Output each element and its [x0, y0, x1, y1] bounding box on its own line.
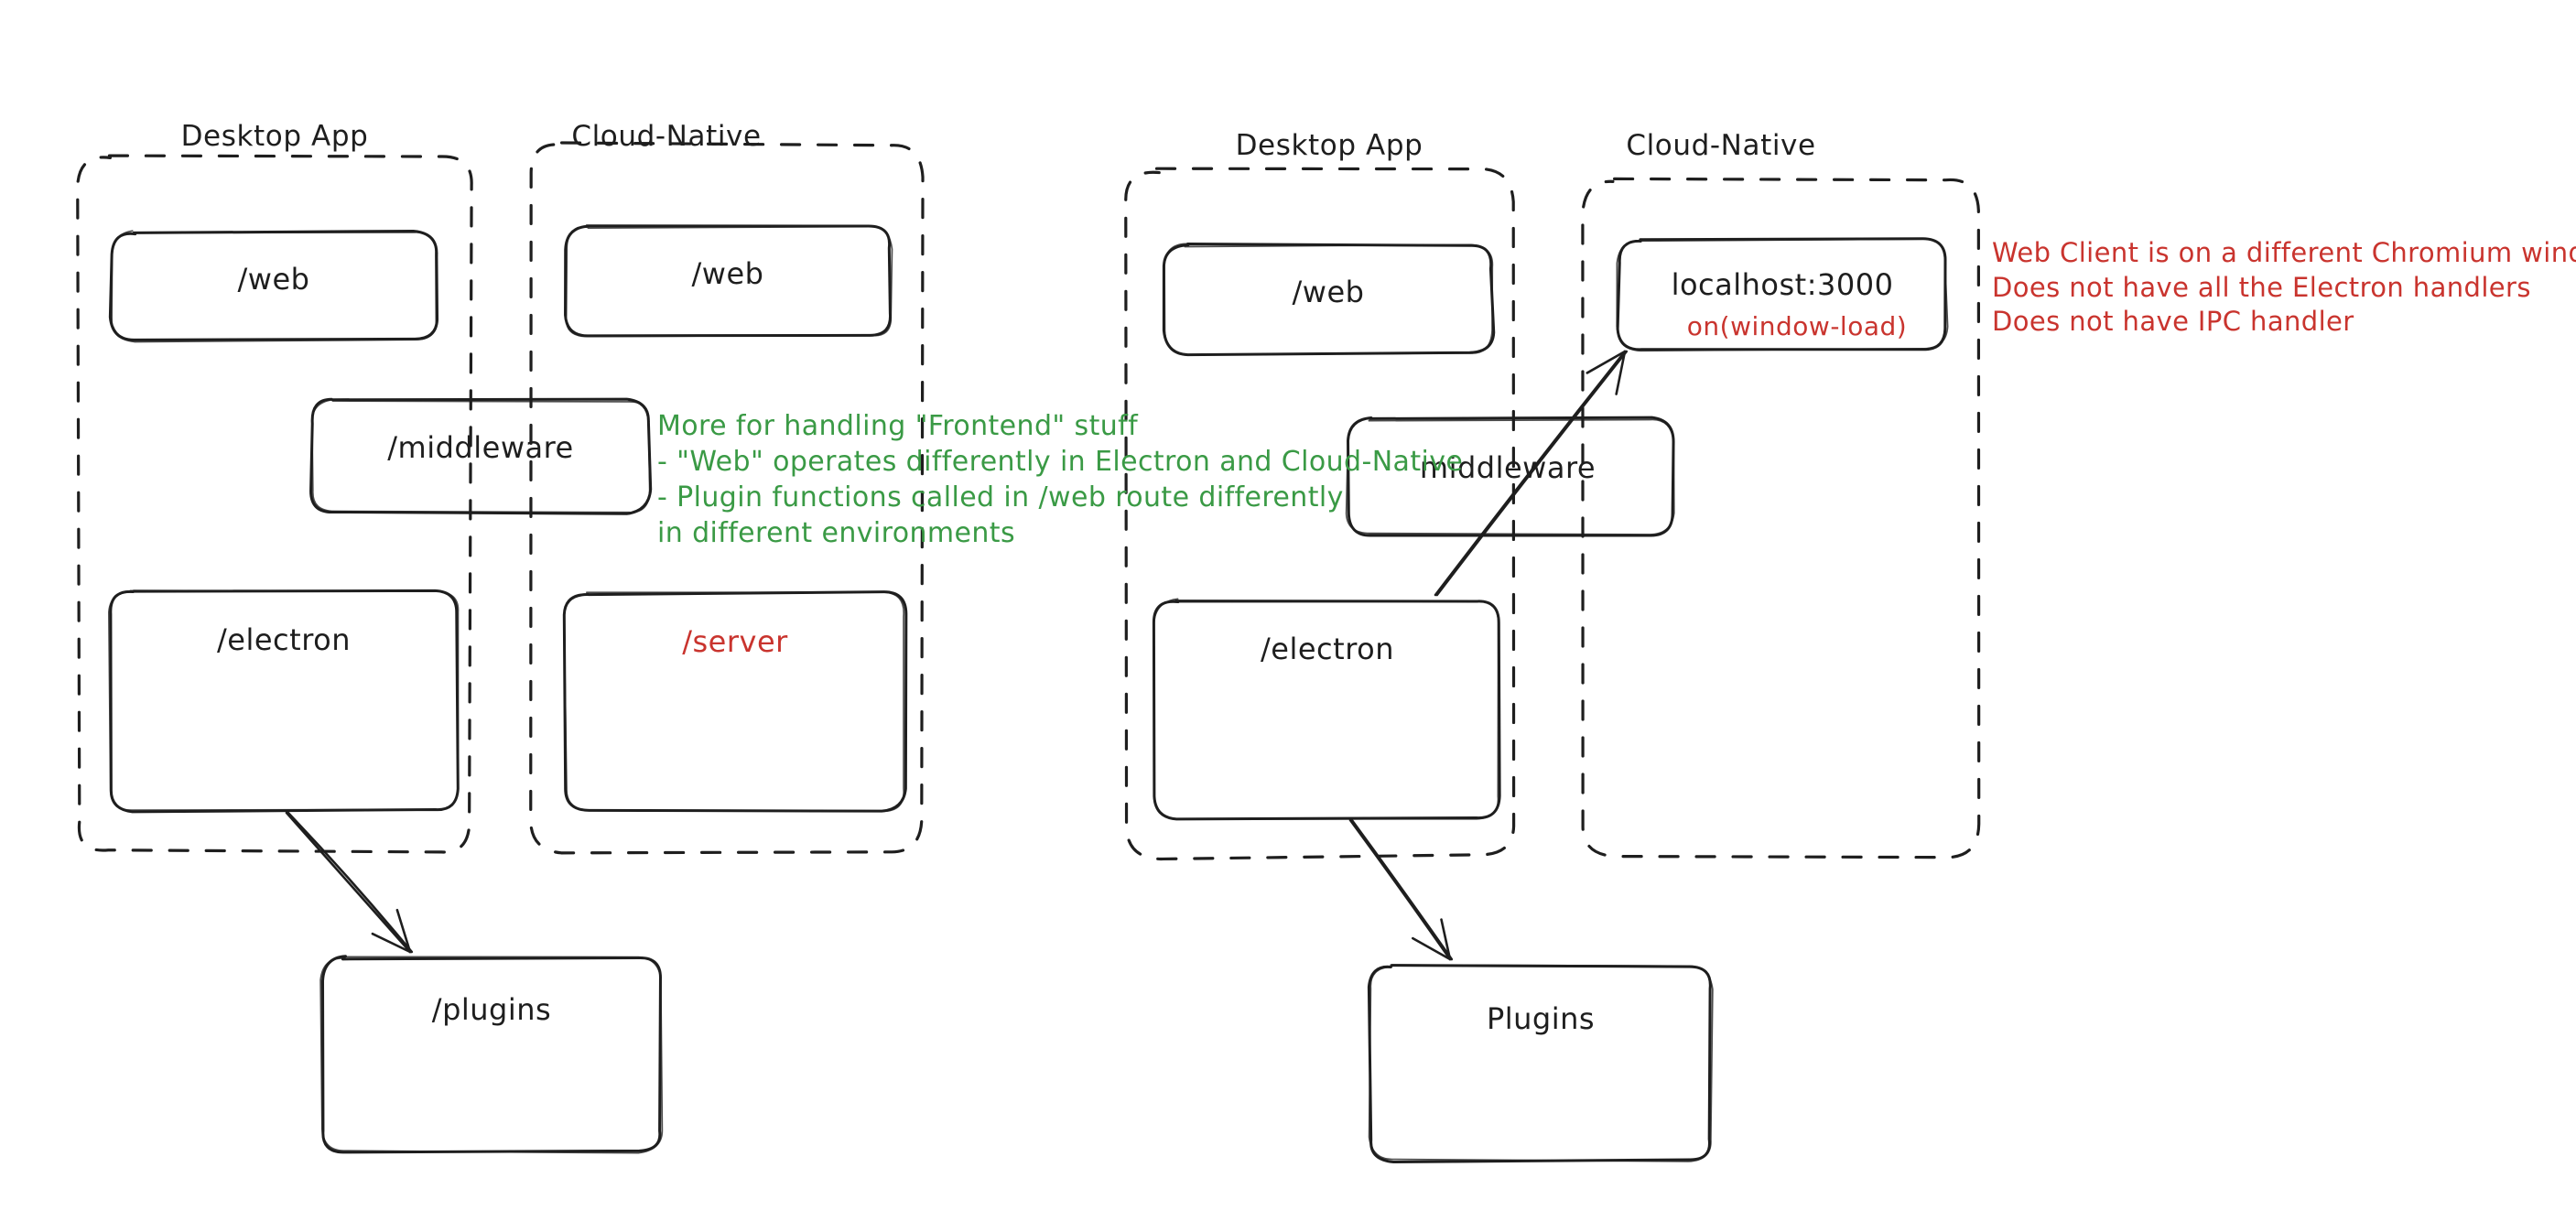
box-outline-left-plugins [321, 955, 662, 1154]
box-sublabel-right-localhost: on(window-load) [1686, 311, 1908, 341]
annotation-red-note: Web Client is on a different Chromium wi… [1992, 236, 2576, 340]
arrow-head-right-electron-to-plugins-0 [1412, 936, 1452, 961]
box-label-left-server: /server [682, 624, 788, 659]
arrow-head-right-electron-to-localhost-0 [1615, 350, 1627, 395]
arrow-line-right-electron-to-localhost [1435, 350, 1629, 597]
arrow-head-left-electron-to-plugins-0 [371, 932, 412, 954]
arrow-line-left-electron-to-plugins [287, 811, 414, 954]
arrow-line-right-electron-to-plugins [1348, 818, 1452, 961]
box-label-right-localhost: localhost:3000 [1671, 267, 1894, 302]
box-outline-left-middleware [311, 398, 651, 513]
arrow-line-left-electron-to-plugins [285, 811, 412, 954]
arrow-head-left-electron-to-plugins-1 [395, 908, 412, 954]
arrow-head-right-electron-to-plugins-1 [1440, 918, 1452, 961]
box-label-right-middleware: middleware [1419, 450, 1596, 485]
box-outline-left-cloud-web [565, 225, 893, 338]
box-outline-right-plugins [1367, 964, 1712, 1164]
arrow-line-right-electron-to-plugins [1350, 818, 1454, 961]
arrow-head-right-electron-to-localhost-1 [1586, 350, 1627, 374]
box-outline-left-server [563, 591, 905, 813]
group-title-right-cloud-native: Cloud-Native [1626, 129, 1816, 162]
box-label-right-electron: /electron [1261, 632, 1394, 666]
box-label-left-plugins: /plugins [431, 992, 552, 1027]
arrow-line-right-electron-to-localhost [1434, 350, 1627, 597]
annotation-line: in different environments [657, 517, 1015, 549]
annotation-green-note: More for handling "Frontend" stuff - "Web… [657, 408, 1463, 551]
group-title-right-desktop-app: Desktop App [1235, 129, 1423, 162]
group-container-right-desktop-app [1124, 167, 1516, 861]
box-label-left-desktop-web: /web [237, 262, 310, 297]
box-label-left-cloud-web: /web [691, 256, 764, 291]
group-container-left-desktop-app [76, 154, 473, 854]
box-outline-right-middleware [1345, 416, 1675, 535]
annotation-line: Does not have all the Electron handlers [1992, 271, 2531, 303]
group-container-right-cloud-native [1581, 177, 1981, 859]
box-outline-left-plugins [319, 956, 664, 1154]
annotation-line: More for handling "Frontend" stuff [657, 410, 1139, 442]
group-title-left-desktop-app: Desktop App [180, 120, 369, 153]
box-outline-left-electron [108, 589, 460, 811]
box-outline-left-desktop-web [111, 230, 438, 343]
box-outline-right-plugins [1368, 964, 1714, 1162]
annotation-line: Web Client is on a different Chromium wi… [1992, 237, 2576, 268]
box-label-right-desktop-web: /web [1292, 275, 1365, 309]
annotation-line: - Plugin functions called in /web route … [657, 481, 1344, 513]
box-outline-right-desktop-web [1164, 243, 1494, 356]
box-outline-right-electron [1153, 598, 1499, 820]
annotation-line: - "Web" operates differently in Electron… [657, 446, 1464, 478]
group-title-left-cloud-native: Cloud-Native [571, 120, 762, 153]
group-container-left-cloud-native [529, 141, 925, 855]
box-label-left-electron: /electron [217, 622, 351, 657]
box-label-left-middleware: /middleware [387, 430, 574, 465]
box-label-right-plugins: Plugins [1486, 1001, 1596, 1036]
annotation-line: Does not have IPC handler [1992, 306, 2354, 338]
box-outline-right-localhost [1616, 238, 1949, 352]
